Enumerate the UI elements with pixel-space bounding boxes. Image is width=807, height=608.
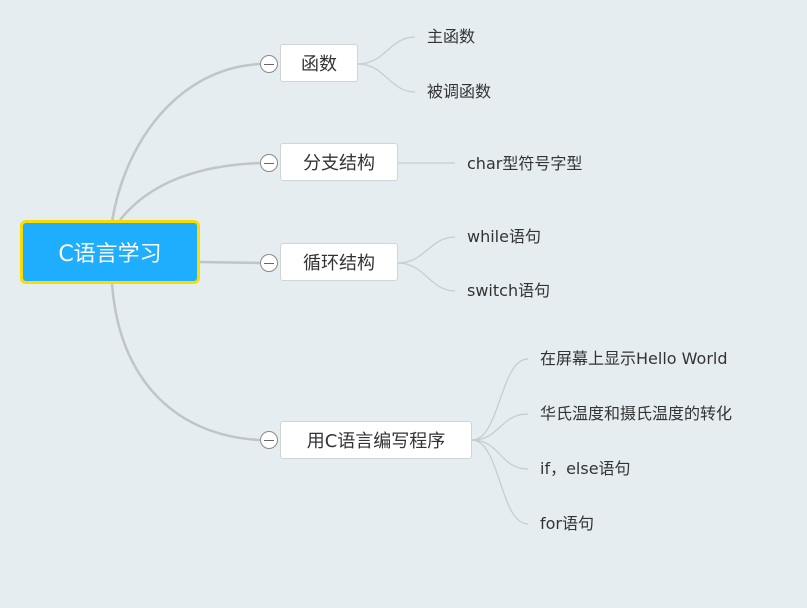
connector-leaf: [357, 63, 416, 93]
leaf-topic[interactable]: 被调函数: [427, 82, 492, 101]
leaf-topic[interactable]: 华氏温度和摄氏温度的转化: [540, 404, 733, 423]
topic-label: 循环结构: [303, 253, 375, 274]
leaf-topic[interactable]: while语句: [467, 227, 541, 246]
collapse-toggle-icon[interactable]: [260, 154, 278, 172]
branch-topic-functions[interactable]: 函数: [280, 44, 358, 82]
topic-label: 函数: [301, 54, 337, 75]
connector-leaf: [471, 439, 529, 525]
collapse-toggle-icon[interactable]: [260, 254, 278, 272]
connector-leaf: [397, 262, 456, 292]
root-topic[interactable]: C语言学习: [20, 220, 200, 284]
leaf-topic[interactable]: switch语句: [467, 281, 551, 300]
connector-root-functions: [110, 62, 261, 223]
connector-root-program: [110, 283, 261, 442]
branch-topic-programming[interactable]: 用C语言编写程序: [280, 421, 472, 459]
connector-leaf: [397, 236, 456, 264]
leaf-topic[interactable]: for语句: [540, 514, 595, 533]
connector-leaf: [471, 358, 529, 441]
branch-topic-branching[interactable]: 分支结构: [280, 143, 398, 181]
topic-label: 分支结构: [303, 153, 375, 174]
leaf-topic[interactable]: 主函数: [427, 27, 476, 46]
leaf-topic[interactable]: char型符号字型: [467, 154, 583, 173]
connector-leaf: [471, 413, 529, 441]
collapse-toggle-icon[interactable]: [260, 431, 278, 449]
topic-label: 用C语言编写程序: [306, 431, 446, 452]
collapse-toggle-icon[interactable]: [260, 55, 278, 73]
branch-topic-loops[interactable]: 循环结构: [280, 243, 398, 281]
leaf-topic[interactable]: if，else语句: [540, 459, 631, 478]
root-topic-label: C语言学习: [58, 242, 162, 267]
connector-root-branch: [119, 161, 261, 221]
leaf-topic[interactable]: 在屏幕上显示Hello World: [540, 349, 728, 368]
connector-root-loop: [197, 260, 261, 265]
connector-leaf: [471, 439, 529, 470]
connector-leaf: [357, 36, 416, 65]
